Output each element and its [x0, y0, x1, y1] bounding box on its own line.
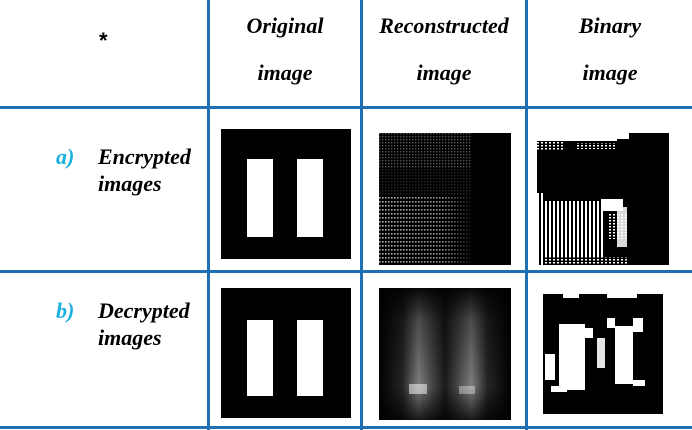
- original-image-decrypted: [221, 288, 351, 418]
- header-reconstructed-image: Reconstructed image: [363, 0, 525, 104]
- column-divider-1: [207, 0, 210, 430]
- row-label-decrypted: b) Decrypted images: [38, 297, 203, 357]
- header-original-image: Original image: [210, 0, 360, 104]
- header-line: Original: [246, 12, 324, 38]
- row-label-line: images: [98, 171, 162, 196]
- row-label-line: Encrypted: [98, 144, 191, 169]
- header-binary-image: Binary image: [528, 0, 692, 104]
- reconstructed-image-decrypted: [379, 288, 511, 420]
- header-line: image: [416, 59, 472, 85]
- row-label-encrypted: a) Encrypted images: [38, 143, 203, 203]
- column-divider-3: [525, 0, 528, 430]
- row-label-line: Decrypted: [98, 298, 190, 323]
- header-line: image: [257, 59, 313, 85]
- binary-image-decrypted: [537, 288, 669, 420]
- row-letter: a): [56, 144, 75, 169]
- row-divider-3: [0, 426, 692, 429]
- row-divider-1: [0, 106, 692, 109]
- row-label-text: Encrypted images: [98, 143, 191, 197]
- original-image-encrypted: [221, 129, 351, 259]
- binary-image-encrypted: [537, 133, 669, 265]
- column-divider-2: [360, 0, 363, 430]
- row-divider-2: [0, 270, 692, 273]
- row-label-line: images: [98, 325, 162, 350]
- row-label-text: Decrypted images: [98, 297, 190, 351]
- header-line: Binary: [578, 12, 642, 38]
- reconstructed-image-encrypted: [379, 133, 511, 265]
- row-letter: b): [56, 298, 75, 323]
- corner-symbol: *: [99, 28, 108, 53]
- header-line: Reconstructed: [379, 12, 509, 38]
- header-line: image: [582, 59, 638, 85]
